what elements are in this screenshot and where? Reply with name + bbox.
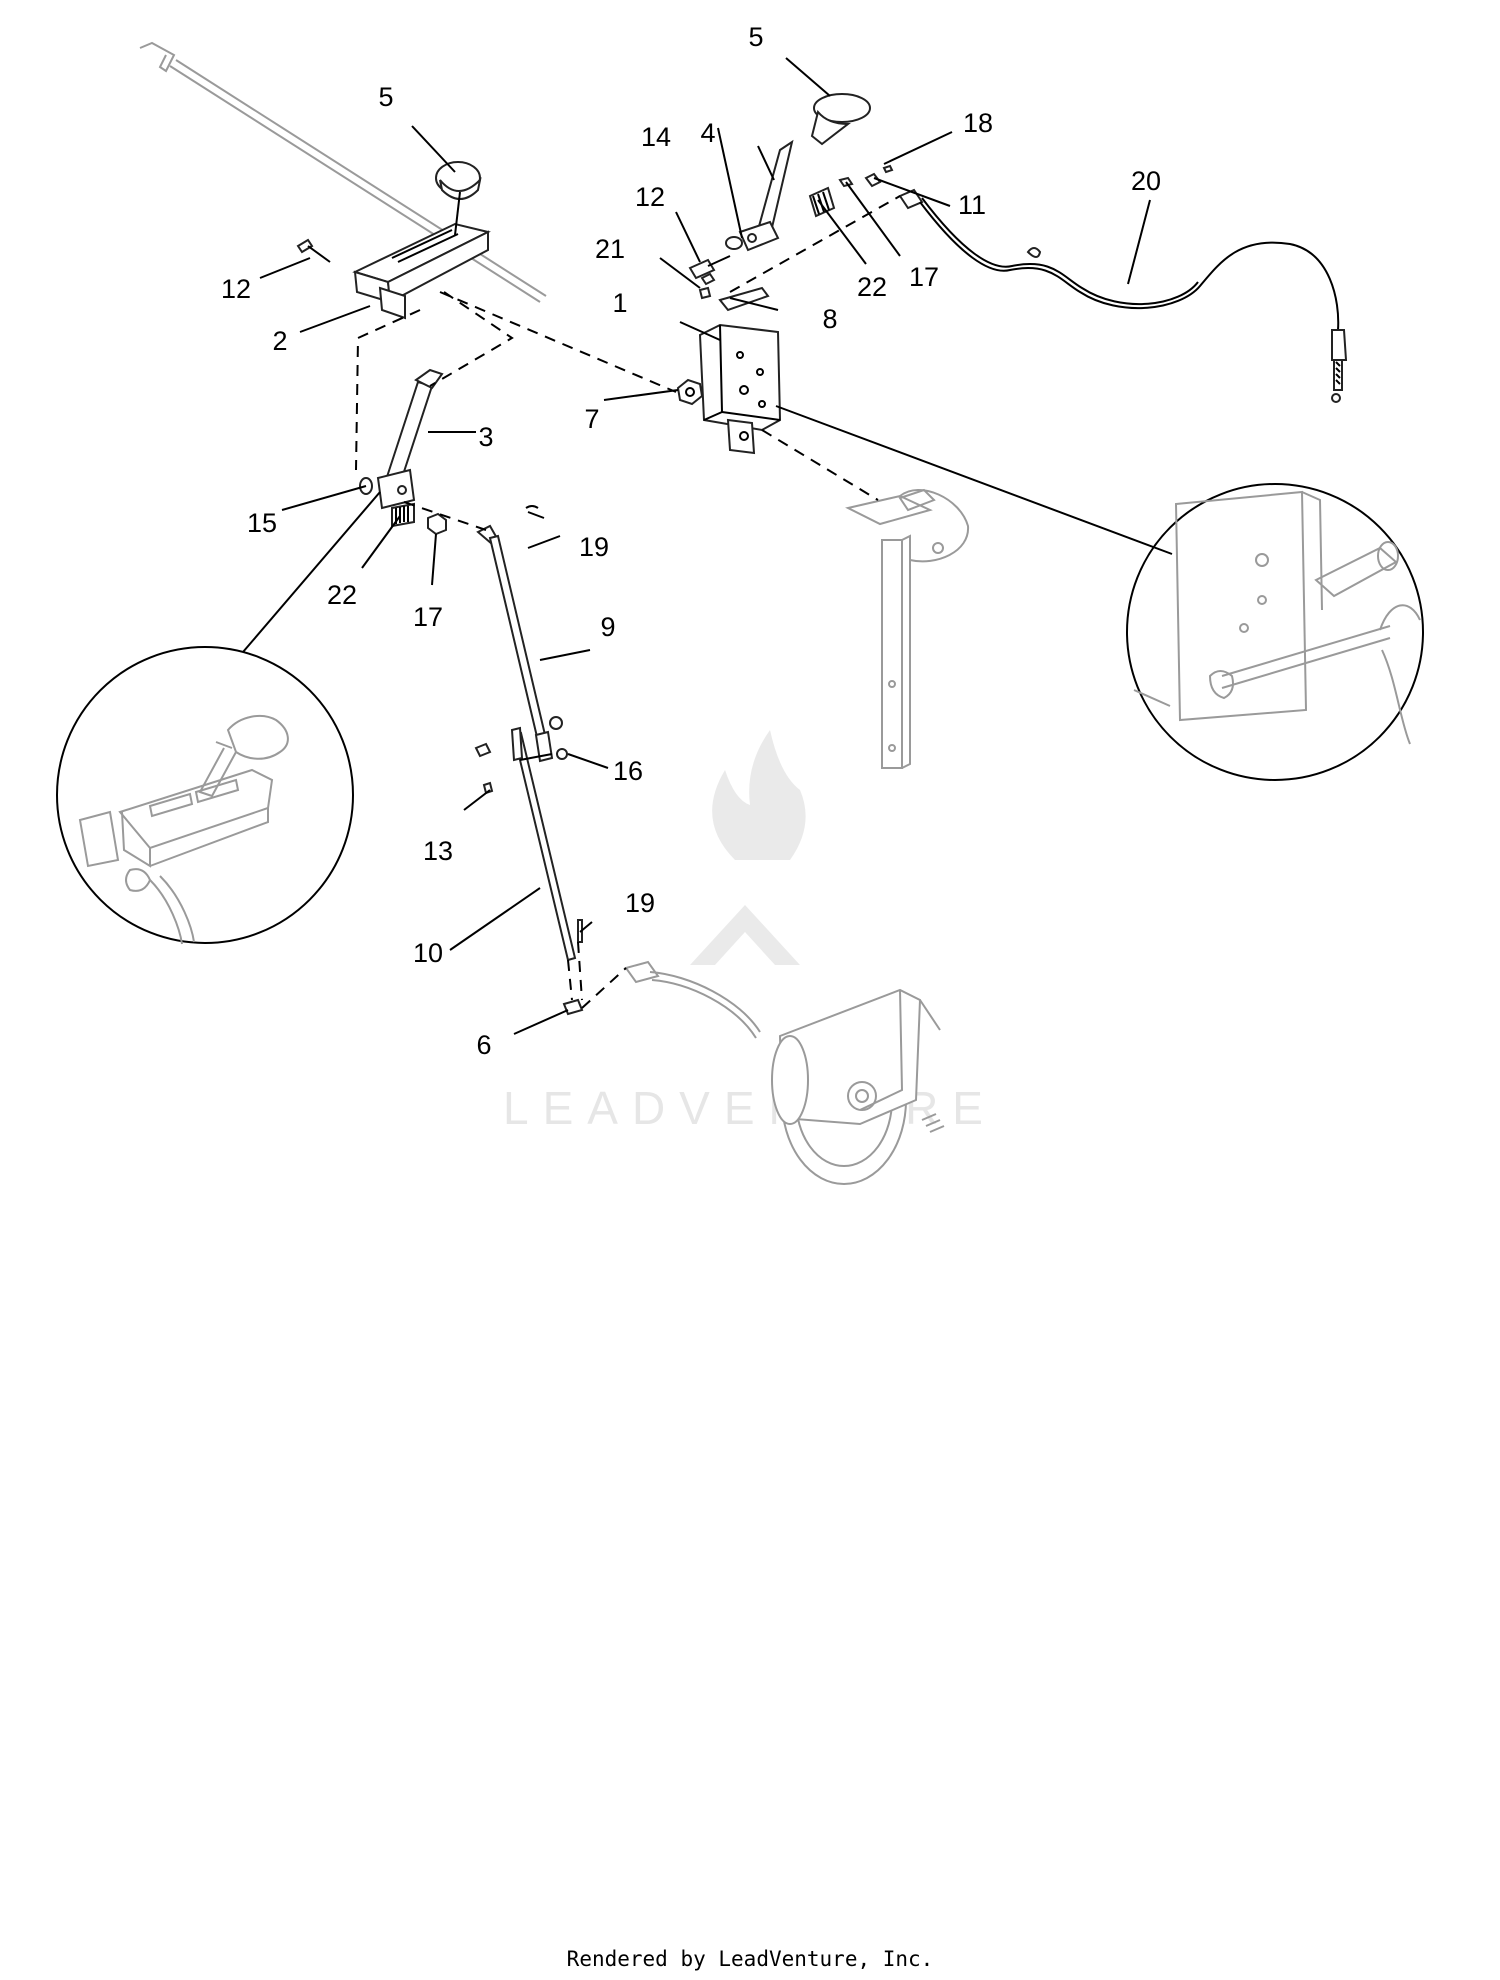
pulley-assembly bbox=[624, 960, 945, 1185]
detail-view-left bbox=[56, 646, 354, 945]
callout-13: 13 bbox=[423, 836, 453, 866]
spring-right bbox=[808, 176, 854, 218]
callout-7: 7 bbox=[584, 404, 599, 434]
shift-rod bbox=[139, 41, 547, 303]
callout-20: 20 bbox=[1131, 166, 1161, 196]
callout-19-upper: 19 bbox=[579, 532, 609, 562]
callout-12-right: 12 bbox=[635, 182, 665, 212]
callout-16: 16 bbox=[613, 756, 643, 786]
callout-19-lower: 19 bbox=[625, 888, 655, 918]
assembly-dashed-lines bbox=[355, 195, 901, 1009]
detail-view-right bbox=[1126, 483, 1424, 781]
callout-17-left: 17 bbox=[413, 602, 443, 632]
callout-11: 11 bbox=[958, 190, 986, 220]
callout-4: 4 bbox=[700, 118, 715, 148]
watermark-v-icon bbox=[690, 905, 800, 965]
callout-22-right: 22 bbox=[857, 272, 887, 302]
callout-12-left: 12 bbox=[221, 274, 251, 304]
footer-credit: Rendered by LeadVenture, Inc. bbox=[566, 1947, 934, 1971]
detail-connector-left bbox=[242, 491, 381, 653]
callout-10: 10 bbox=[413, 938, 443, 968]
callout-1: 1 bbox=[612, 288, 627, 318]
pedal-pad-left bbox=[435, 161, 482, 236]
nut-left bbox=[427, 512, 447, 536]
frame-column bbox=[845, 488, 970, 769]
watermark-flame-icon bbox=[712, 730, 806, 860]
callout-5-left: 5 bbox=[378, 82, 393, 112]
rod-10 bbox=[510, 726, 577, 962]
watermark-text: LEADVENTURE bbox=[503, 1082, 997, 1134]
rod-9 bbox=[476, 524, 554, 763]
pedal-bracket bbox=[352, 222, 491, 320]
callout-22-left: 22 bbox=[327, 580, 357, 610]
callout-6: 6 bbox=[476, 1030, 491, 1060]
rod-hardware bbox=[474, 505, 584, 1016]
linkage-arm bbox=[376, 368, 444, 510]
nut-7 bbox=[676, 378, 704, 406]
pedal-pad-right bbox=[810, 93, 871, 146]
callout-3: 3 bbox=[478, 422, 493, 452]
detail-connector-right bbox=[775, 405, 1173, 555]
callout-9: 9 bbox=[600, 612, 615, 642]
callout-17-right: 17 bbox=[909, 262, 939, 292]
pedal-arm bbox=[738, 139, 794, 252]
bracket-8 bbox=[718, 286, 770, 312]
callout-2: 2 bbox=[272, 326, 287, 356]
bolt-left bbox=[296, 238, 331, 263]
callout-8: 8 bbox=[822, 304, 837, 334]
callout-18: 18 bbox=[963, 108, 993, 138]
main-bracket bbox=[698, 323, 782, 455]
leader-lines bbox=[259, 57, 1151, 1035]
callout-15: 15 bbox=[247, 508, 277, 538]
callout-5-right: 5 bbox=[748, 22, 763, 52]
pedal-hardware bbox=[688, 236, 743, 300]
callouts: 1 2 3 4 5 5 6 7 8 9 10 11 12 12 13 14 15… bbox=[221, 22, 1161, 1060]
cable-20 bbox=[864, 164, 1348, 403]
callout-14: 14 bbox=[641, 122, 671, 152]
callout-21: 21 bbox=[595, 234, 625, 264]
